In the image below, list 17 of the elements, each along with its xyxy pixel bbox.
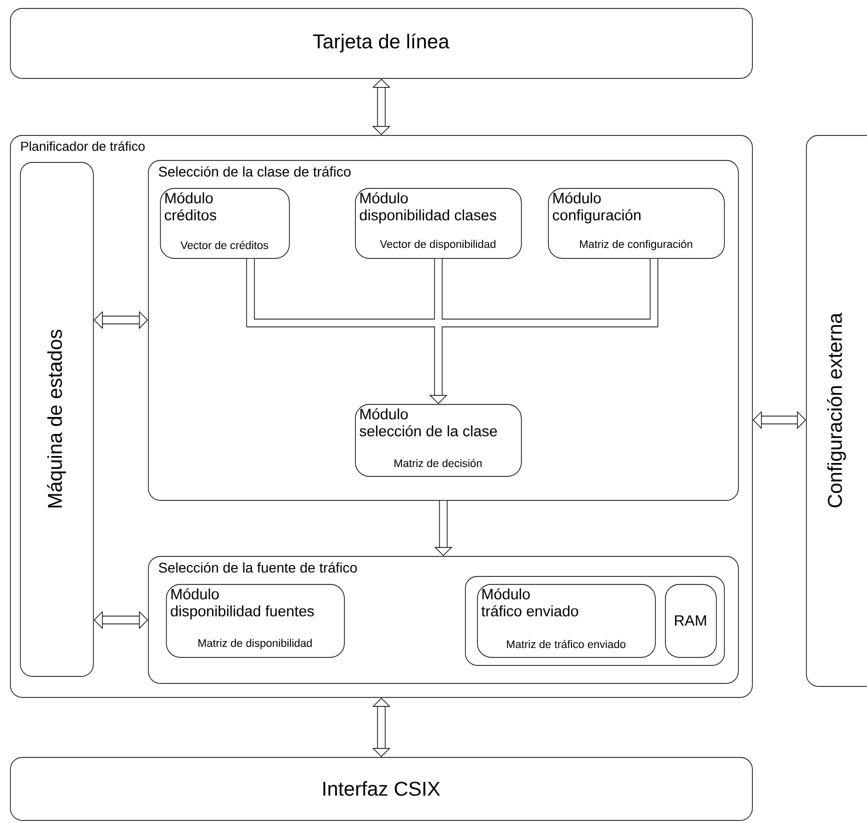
block-box: Máquina de estados: [20, 162, 94, 677]
module-box: Módulo tráfico enviado Matriz de tráfico enviado: [477, 584, 656, 658]
module-box: Módulo selección de la clase Matriz de decisión: [355, 404, 522, 477]
block-arrow: [94, 310, 148, 330]
block-arrow: [372, 78, 390, 135]
block-arrow: [752, 410, 806, 430]
block-box: Tarjeta de línea: [10, 8, 753, 79]
block-arrow: [94, 610, 148, 630]
module-box: Módulo créditos Vector de créditos: [160, 188, 290, 259]
module-box: Módulo configuración Matriz de configuración: [548, 188, 725, 259]
memory-box: RAM: [665, 584, 717, 658]
block-box: Interfaz CSIX: [10, 757, 753, 821]
group-box: [465, 576, 725, 666]
block-box: Configuración externa: [806, 135, 867, 687]
module-box: Módulo disponibilidad fuentes Matriz de disponibilidad: [166, 584, 345, 658]
module-box: Módulo disponibilidad clases Vector de disponibilidad: [355, 188, 522, 259]
block-arrow: [372, 698, 390, 757]
